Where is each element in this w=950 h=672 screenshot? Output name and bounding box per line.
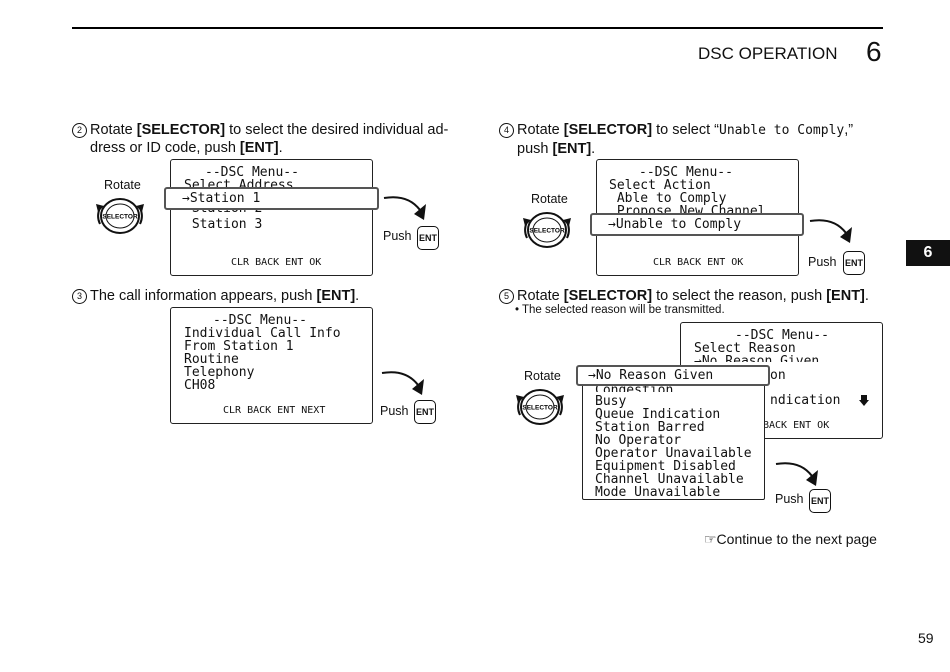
selector-knob-icon: SELECTOR bbox=[96, 198, 144, 234]
reason-list-panel: Congestion Busy Queue Indication Station… bbox=[582, 374, 765, 500]
reason-item[interactable]: Mode Unavailable bbox=[595, 485, 721, 500]
lcd-title: --DSC Menu-- bbox=[205, 165, 299, 180]
step-2-number: 2 bbox=[72, 123, 87, 138]
scroll-down-icon bbox=[859, 395, 869, 406]
lcd-item-station-2: Station 2 bbox=[184, 205, 263, 215]
highlight-no-reason-given[interactable]: →No Reason Given bbox=[576, 365, 770, 386]
step-3-number: 3 bbox=[72, 289, 87, 304]
reason-item[interactable]: Station Barred bbox=[595, 420, 705, 435]
highlight-station-1[interactable]: →Station 1 bbox=[164, 187, 379, 210]
ent-button[interactable]: ENT bbox=[417, 226, 439, 250]
lcd-footer: CLR BACK ENT OK bbox=[231, 257, 322, 268]
section-title: DSC OPERATION bbox=[698, 44, 838, 63]
reason-item[interactable]: No Operator bbox=[595, 433, 682, 448]
header-rule bbox=[72, 27, 883, 29]
reason-item[interactable]: Equipment Disabled bbox=[595, 459, 736, 474]
lcd-item-station-3: Station 3 bbox=[184, 217, 263, 232]
rotate-label: Rotate bbox=[524, 369, 561, 383]
push-arrow-icon bbox=[381, 371, 424, 395]
selector-knob-icon: SELECTOR bbox=[523, 212, 571, 248]
page-number: 59 bbox=[918, 630, 934, 646]
svg-text:SELECTOR: SELECTOR bbox=[529, 228, 565, 235]
chapter-number: 6 bbox=[866, 36, 882, 67]
ent-button[interactable]: ENT bbox=[414, 400, 436, 424]
continue-note: ☞Continue to the next page bbox=[704, 531, 877, 547]
step-5-number: 5 bbox=[499, 289, 514, 304]
lcd-subtitle: Select Address bbox=[184, 179, 294, 187]
ent-button[interactable]: ENT bbox=[843, 251, 865, 275]
lcd-screen-select-address: --DSC Menu-- Select Address Station 2 St… bbox=[170, 159, 373, 276]
reason-item[interactable]: Channel Unavailable bbox=[595, 472, 744, 487]
reason-item[interactable]: Operator Unavailable bbox=[595, 446, 752, 461]
push-label: Push bbox=[808, 255, 837, 269]
step-4-number: 4 bbox=[499, 123, 514, 138]
push-label: Push bbox=[383, 229, 412, 243]
push-arrow-icon bbox=[809, 219, 852, 243]
step-5-note: • The selected reason will be transmitte… bbox=[515, 304, 725, 316]
lcd-footer: BACK ENT OK bbox=[763, 420, 830, 431]
selector-label: SELECTOR bbox=[102, 214, 138, 221]
rotate-label: Rotate bbox=[104, 178, 141, 192]
reason-item[interactable]: Busy bbox=[595, 394, 627, 409]
lcd-screen-call-info: --DSC Menu-- Individual Call Info From S… bbox=[170, 307, 373, 424]
push-arrow-icon bbox=[775, 462, 818, 486]
push-arrow-icon bbox=[383, 196, 426, 220]
push-label: Push bbox=[380, 404, 409, 418]
lcd-footer: CLR BACK ENT OK bbox=[653, 257, 744, 268]
chapter-tab: 6 bbox=[906, 240, 950, 266]
reason-item[interactable]: Congestion bbox=[595, 384, 674, 392]
push-label: Push bbox=[775, 492, 804, 506]
ent-button[interactable]: ENT bbox=[809, 489, 831, 513]
lcd-footer: CLR BACK ENT NEXT bbox=[223, 405, 326, 416]
rotate-label: Rotate bbox=[531, 192, 568, 206]
svg-text:SELECTOR: SELECTOR bbox=[522, 405, 558, 412]
highlight-unable-to-comply[interactable]: →Unable to Comply bbox=[590, 213, 804, 236]
reason-item[interactable]: Queue Indication bbox=[595, 407, 721, 422]
selector-knob-icon: SELECTOR bbox=[516, 389, 564, 425]
